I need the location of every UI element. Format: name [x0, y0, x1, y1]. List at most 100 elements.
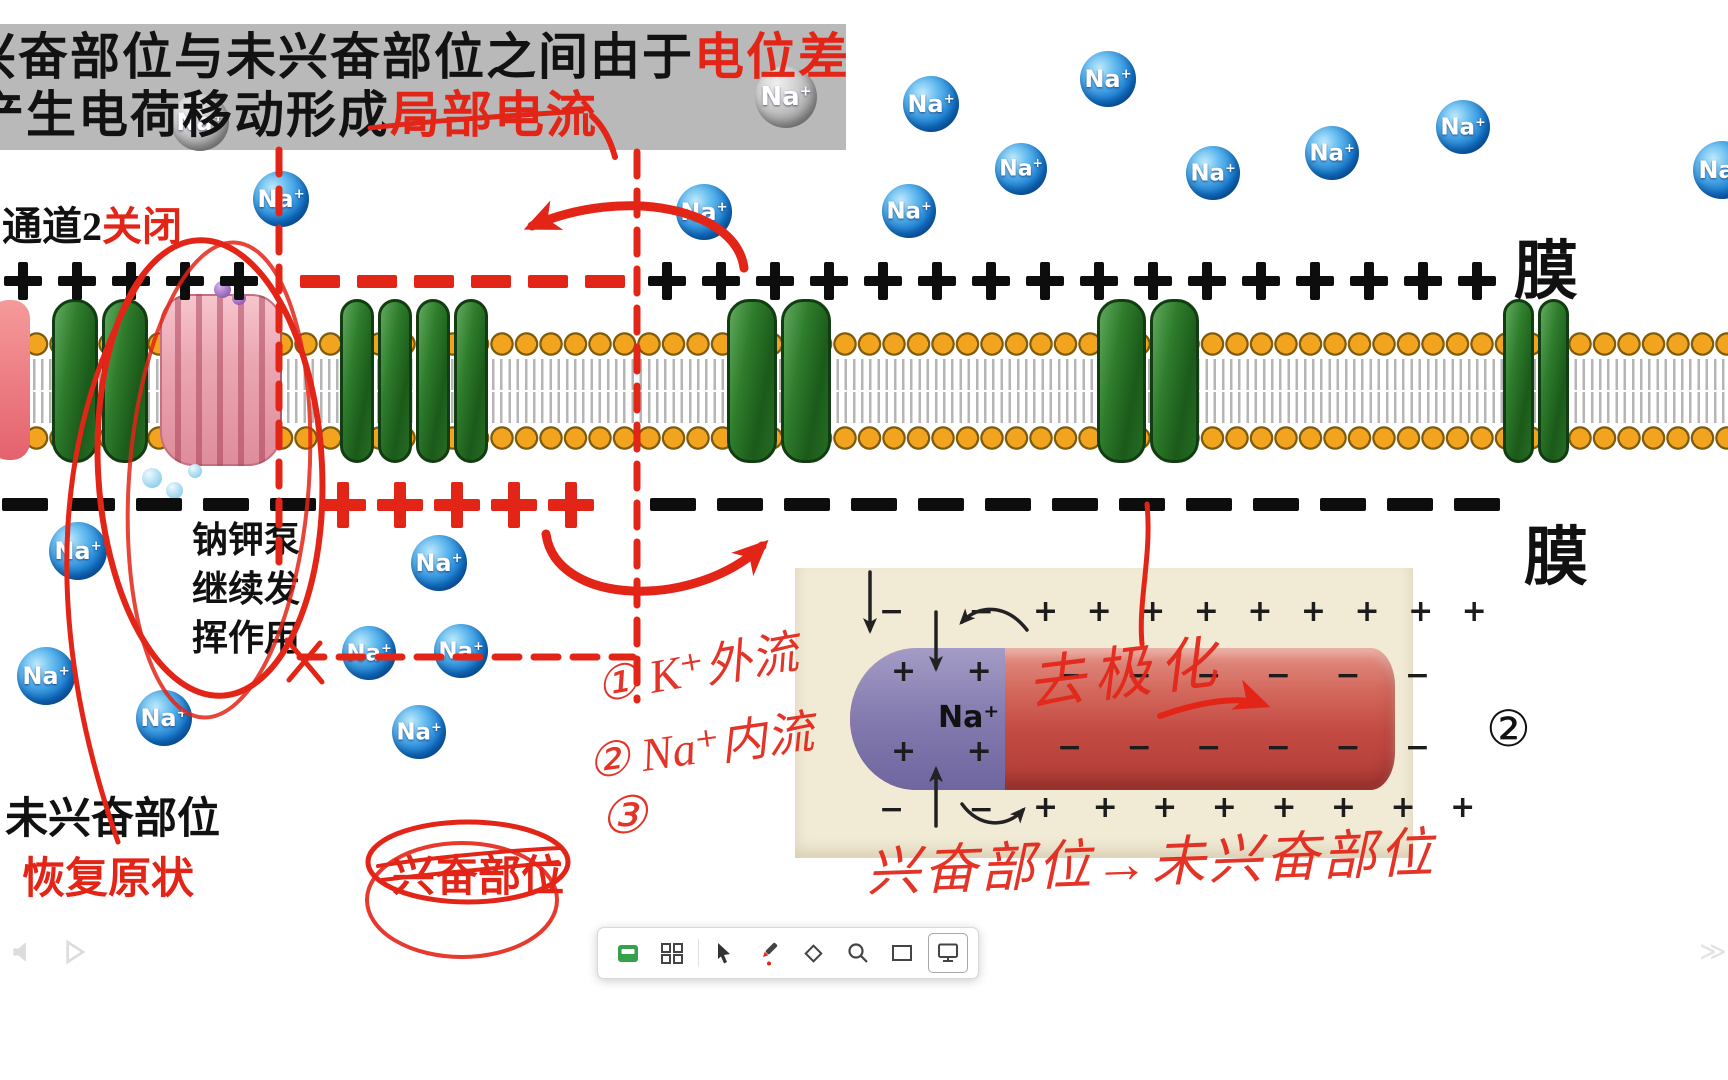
- minus-charge-symbol: [784, 498, 830, 511]
- plus-charge-symbol: [972, 262, 1010, 300]
- pump-note-label: 钠钾泵 继续发 挥作用: [192, 520, 301, 658]
- restore-state-label: 恢复原状: [22, 856, 194, 903]
- sodium-ion: Na+: [676, 184, 732, 240]
- plus-charge-symbol: [756, 262, 794, 300]
- collapse-toolbar-icon[interactable]: ≫: [1699, 937, 1727, 967]
- minus-charge-symbol: [1119, 498, 1165, 511]
- speaker-icon[interactable]: [4, 930, 48, 974]
- sodium-potassium-pump: [160, 294, 282, 466]
- plus-charge-symbol: [648, 262, 686, 300]
- inner-negative-charges: [650, 498, 1500, 511]
- ion-channel: [52, 299, 148, 463]
- presenter-box-icon[interactable]: [609, 934, 647, 972]
- axon-inner-top-charges-left: + +: [891, 654, 992, 689]
- minus-charge-symbol: [270, 498, 316, 511]
- sodium-ion: Na+: [49, 522, 107, 580]
- axon-depolarized-region: [850, 648, 1005, 790]
- banner-line-2: 产生电荷移动形成局部电流: [0, 87, 598, 143]
- ion-label: Na+: [1084, 65, 1132, 93]
- ion-label: Na+: [257, 185, 305, 213]
- ion-label: Na+: [22, 662, 70, 690]
- zoom-tool-icon[interactable]: [839, 934, 877, 972]
- plus-charge-symbol: [1296, 262, 1334, 300]
- handwritten-note-3: ③: [600, 788, 647, 845]
- minus-charge-symbol: [136, 498, 182, 511]
- ion-label: Na+: [1440, 113, 1486, 141]
- plus-charge-symbol: [1134, 262, 1172, 300]
- rect-annotate-icon[interactable]: [883, 934, 921, 972]
- inner-positive-charges-excited: [320, 482, 594, 528]
- sodium-ion: Na+: [882, 184, 936, 238]
- axon-inner-top-charges-right: − − − − − −: [1057, 658, 1431, 693]
- plus-charge-symbol: [1188, 262, 1226, 300]
- minus-charge-symbol: [528, 275, 568, 288]
- minus-charge-symbol: [985, 498, 1031, 511]
- banner-line-1: 兴奋部位与未兴奋部位之间由于电位差: [0, 29, 850, 85]
- sodium-ion: Na+: [1186, 146, 1240, 200]
- ion-bead: [166, 482, 183, 499]
- title-banner: 兴奋部位与未兴奋部位之间由于电位差 产生电荷移动形成局部电流: [0, 24, 850, 150]
- figure-number: ②: [1486, 701, 1531, 757]
- plus-charge-symbol: [1458, 262, 1496, 300]
- sodium-ion: Na+: [253, 171, 309, 227]
- play-icon[interactable]: [52, 930, 96, 974]
- local-current-arrow-bottom: [541, 529, 769, 596]
- inner-negative-charges: [2, 498, 316, 511]
- annotation-toolbar: [597, 927, 979, 979]
- toolbar-divider: [697, 939, 699, 967]
- axon-na-label: Na⁺: [938, 700, 1000, 735]
- plus-charge-symbol: [58, 262, 96, 300]
- axon-outer-bottom-charges-right: + + + + + + + +: [1033, 790, 1476, 825]
- slides-grid-icon[interactable]: [653, 934, 691, 972]
- ion-label: Na+: [907, 90, 955, 118]
- sodium-ion: Na+: [995, 143, 1047, 195]
- unexcited-region-label: 未兴奋部位: [5, 796, 220, 843]
- sodium-ion: Na+: [411, 535, 467, 591]
- axon-outer-bottom-charges-left: − −: [879, 792, 994, 827]
- screen-share-icon[interactable]: [927, 933, 968, 973]
- plus-charge-symbol: [864, 262, 902, 300]
- minus-charge-symbol: [1186, 498, 1232, 511]
- plus-charge-symbol: [918, 262, 956, 300]
- ion-label: Na+: [346, 639, 392, 667]
- minus-charge-symbol: [1387, 498, 1433, 511]
- plus-charge-symbol: [1242, 262, 1280, 300]
- minus-charge-symbol: [471, 275, 511, 288]
- axon-outer-top-charges-right: + + + + + + + + +: [1033, 594, 1487, 629]
- plus-charge-symbol: [548, 482, 594, 528]
- minus-charge-symbol: [1052, 498, 1098, 511]
- sodium-ion: Na+: [903, 76, 959, 132]
- ion-label: Na+: [1309, 139, 1355, 167]
- membrane-inside-label: 膜: [1524, 522, 1588, 593]
- sodium-ion: Na+: [136, 690, 192, 746]
- plus-charge-symbol: [220, 262, 258, 300]
- ion-label: Na+: [999, 156, 1043, 182]
- sodium-ion: Na+: [1080, 51, 1136, 107]
- sodium-ion: Na+: [17, 647, 75, 705]
- ion-label: Na+: [140, 704, 188, 732]
- ion-label: Na+: [396, 718, 442, 746]
- axon-inner-bottom-charges-left: + +: [891, 734, 992, 769]
- eraser-tool-icon[interactable]: [794, 934, 832, 972]
- sodium-ion: Na+: [392, 705, 446, 759]
- sodium-ion: Na+: [1693, 141, 1728, 199]
- ion-channel: [727, 299, 831, 463]
- plus-charge-symbol: [166, 262, 204, 300]
- outer-negative-charges-excited: [300, 275, 625, 288]
- minus-charge-symbol: [1253, 498, 1299, 511]
- axon-outer-top-charges-left: − −: [879, 594, 994, 629]
- plus-charge-symbol: [1404, 262, 1442, 300]
- minus-charge-symbol: [357, 275, 397, 288]
- excited-region-label: 兴奋部位: [392, 854, 564, 901]
- cursor-tool-icon[interactable]: [705, 934, 743, 972]
- highlight-potential-difference: 电位差: [694, 29, 850, 85]
- minus-charge-symbol: [69, 498, 115, 511]
- ion-label: Na+: [54, 537, 102, 565]
- plus-charge-symbol: [434, 482, 480, 528]
- outer-positive-charges: [648, 262, 1496, 300]
- minus-charge-symbol: [2, 498, 48, 511]
- ion-bead: [142, 468, 162, 488]
- pen-tool-icon[interactable]: [750, 934, 788, 972]
- ion-label: Na+: [1698, 156, 1728, 184]
